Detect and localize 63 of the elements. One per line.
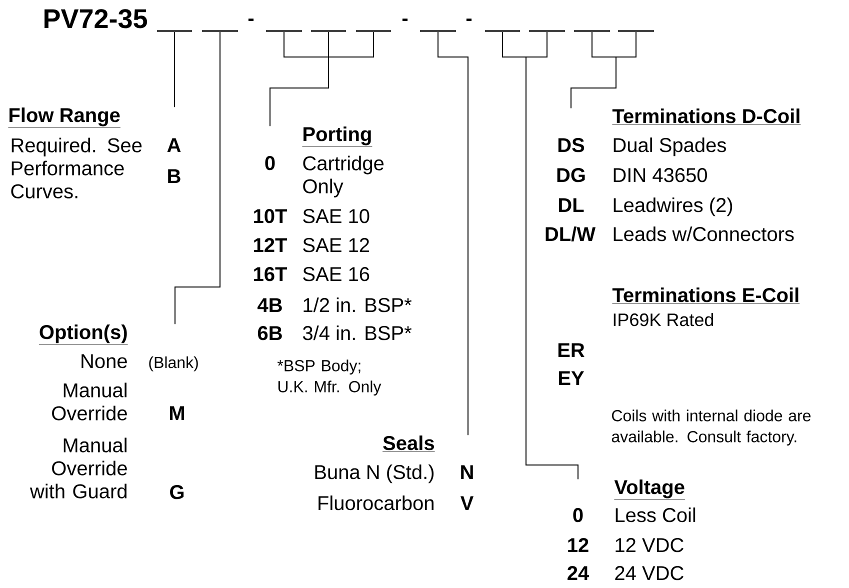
option-code: DL/W: [546, 226, 596, 242]
option-description: SAE 10: [303, 209, 370, 224]
hyphen: -: [466, 18, 472, 21]
footnote: Coils with internal diode are available. Consult factory.: [612, 410, 811, 446]
option-description: SAE 16: [303, 267, 370, 282]
option-code: 10T: [254, 209, 287, 224]
leader-line: [174, 32, 175, 108]
hyphen: -: [402, 18, 408, 21]
section-heading: Flow Range: [8, 108, 121, 128]
option-description: Dual Spades: [614, 138, 726, 156]
leader-line: [570, 32, 636, 109]
hyphen: -: [248, 18, 254, 21]
footnote: (Blank): [149, 356, 198, 372]
option-description: Leads w/Connectors: [614, 226, 794, 242]
leader-line: [438, 32, 468, 436]
option-code: 16T: [254, 267, 287, 282]
rating-note: IP69K Rated: [614, 312, 714, 326]
option-code: 24: [568, 566, 589, 580]
option-code: M: [170, 406, 184, 420]
option-description: Required. See Performance Curves.: [11, 138, 142, 198]
option-code: ER: [558, 343, 584, 357]
option-code: 12T: [254, 238, 287, 252]
option-code: 4B: [258, 298, 282, 312]
option-description: DIN 43650: [614, 168, 707, 182]
option-code: N: [461, 465, 473, 479]
option-code: DG: [557, 168, 585, 182]
option-code: DS: [558, 138, 584, 152]
leader-line: [270, 32, 329, 127]
option-code: A: [167, 138, 181, 152]
leader-line: [174, 32, 220, 325]
option-description: Leadwires (2): [614, 198, 732, 216]
part-number: PV72-35: [44, 9, 148, 28]
option-description: None: [82, 354, 127, 368]
option-description: Fluorocarbon: [318, 496, 434, 510]
option-description: 1/2 in. BSP*: [304, 298, 412, 312]
section-heading: Voltage: [614, 480, 686, 500]
leader-line: [328, 32, 374, 58]
leader-line: [526, 32, 578, 480]
footnote: *BSP Body; U.K. Mfr. Only: [277, 360, 382, 396]
option-code: 12: [568, 538, 588, 552]
section-heading: Option(s): [38, 324, 128, 345]
option-code: DL: [559, 198, 584, 212]
option-code: B: [168, 169, 180, 183]
option-description: 12 VDC: [616, 538, 684, 552]
section-heading: Terminations E-Coil: [612, 288, 800, 304]
option-code: V: [460, 496, 474, 510]
option-code: 0: [265, 156, 275, 170]
leader-line: [284, 32, 330, 58]
option-code: G: [170, 485, 184, 500]
option-code: 6B: [258, 326, 282, 340]
option-code: EY: [559, 371, 584, 385]
option-description: Manual Override with Guard: [30, 438, 127, 498]
option-description: 3/4 in. BSP*: [302, 326, 412, 340]
section-heading: Seals: [382, 436, 435, 452]
option-description: 24 VDC: [615, 566, 684, 580]
option-description: Less Coil: [616, 508, 696, 522]
option-code: 0: [573, 508, 583, 522]
section-heading: Porting: [302, 126, 372, 147]
option-description: Buna N (Std.): [315, 464, 434, 484]
option-description: SAE 12: [303, 238, 369, 252]
section-heading: Terminations D-Coil: [612, 108, 801, 125]
option-description: Cartridge Only: [303, 156, 384, 198]
option-description: Manual Override: [52, 382, 127, 420]
